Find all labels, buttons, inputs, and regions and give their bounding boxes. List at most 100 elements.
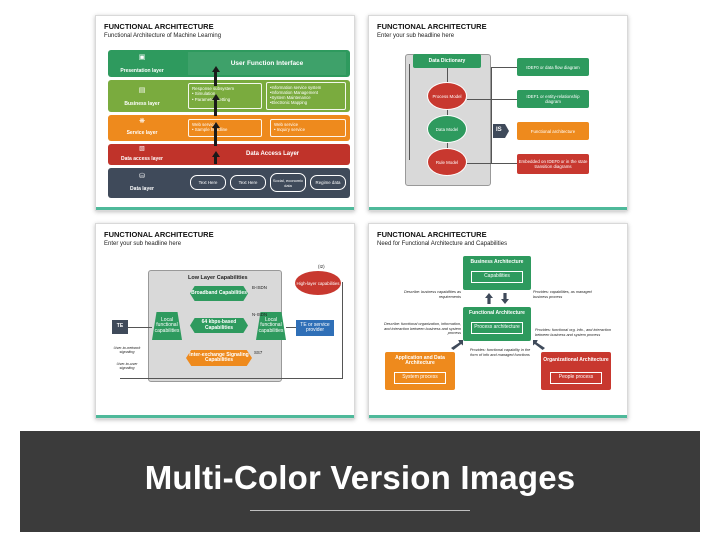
- i2-label: (I2): [318, 264, 325, 269]
- rule-model-circle: Rule Model: [427, 148, 467, 176]
- business-architecture-card: Business Architecture Capabilities: [463, 256, 531, 290]
- up-arrow-icon: [211, 151, 220, 157]
- b-isdn-label: B-ISDN: [252, 285, 267, 290]
- slide-subtitle: Enter your sub headline here: [104, 241, 182, 247]
- user-network-label: User-to-network signaling: [113, 346, 141, 354]
- slide-title: FUNCTIONAL ARCHITECTURE: [104, 230, 214, 239]
- organizational-title: Organizational Architecture: [543, 357, 609, 364]
- interexchange-capabilities: Inter-exchange Signaling Capabilities: [186, 350, 252, 366]
- up-arrow-icon: [211, 122, 220, 128]
- slide-subtitle: Need for Functional Architecture and Cap…: [377, 241, 508, 247]
- response-subsystem-tile: Response subsystem • Simulation • Parame…: [188, 83, 262, 109]
- n-isdn-label: N-ISDN: [252, 312, 268, 317]
- connector-line: [467, 99, 517, 100]
- broadband-capabilities: Broadband Capabilities: [190, 286, 248, 301]
- up-arrow-icon: [485, 293, 493, 304]
- arrow-stem: [214, 156, 217, 164]
- down-arrow-icon: [501, 293, 509, 304]
- process-architecture-box: Process architecture: [471, 322, 523, 334]
- state-transition-box: Embedded on IDEF0 or in the state transi…: [517, 154, 589, 174]
- capabilities-box: Capabilities: [471, 271, 523, 283]
- process-model-circle: Process Model: [427, 82, 467, 110]
- application-data-card: Application and Data Architecture System…: [385, 352, 455, 390]
- kbps-capabilities: 64 kbps-based Capabilities: [190, 318, 248, 333]
- information-service-tile: •Information service system •Information…: [266, 82, 346, 110]
- slide-thumbnail-1[interactable]: FUNCTIONAL ARCHITECTURE Functional Archi…: [95, 15, 355, 211]
- data-layer-label: Data layer: [130, 186, 154, 192]
- data-pill-4: Regime data: [310, 175, 346, 190]
- diagonal-arrow-icon: [533, 340, 545, 350]
- data-access-layer-box: Data Access Layer: [246, 151, 300, 157]
- data-access-layer-label: Data access layer: [121, 156, 163, 162]
- application-data-title: Application and Data Architecture: [395, 354, 445, 366]
- service-layer-band: ❋ Service layer Web service • Sample hea…: [108, 115, 350, 141]
- banner-underline: [250, 510, 470, 511]
- connector-line: [342, 282, 343, 378]
- user-function-interface-box: User Function Interface: [188, 52, 346, 75]
- describe-business-note: Describe: business capabilities as requi…: [404, 290, 461, 299]
- idef1-box: IDEF1 or entity-relationship diagram: [517, 90, 589, 108]
- service-layer-label: Service layer: [126, 130, 158, 136]
- local-capabilities-left: Local functional capabilities: [152, 312, 182, 340]
- functional-architecture-card: Functional Architecture Process architec…: [463, 307, 531, 341]
- connector-line: [491, 67, 492, 163]
- slide-subtitle: Functional Architecture of Machine Learn…: [104, 33, 222, 39]
- slide-thumbnail-3[interactable]: FUNCTIONAL ARCHITECTURE Enter your sub h…: [95, 223, 355, 419]
- connector-line: [467, 163, 517, 164]
- provides-capabilities-note: Provides: capabilities, as managed busin…: [533, 290, 592, 299]
- te-service-provider-box: TE or service provider: [296, 320, 334, 336]
- slide-thumbnail-2[interactable]: FUNCTIONAL ARCHITECTURE Enter your sub h…: [368, 15, 628, 211]
- slide-title: FUNCTIONAL ARCHITECTURE: [377, 22, 487, 31]
- ss7-label: SS7: [254, 350, 263, 355]
- low-layer-title: Low Layer Capabilities: [188, 275, 248, 281]
- data-layer-band: ⛁ Data layer Text Here Text Here Social,…: [108, 168, 350, 198]
- connector-line: [409, 64, 410, 160]
- presentation-layer-label: Presentation layer: [120, 68, 164, 74]
- connector-line: [120, 378, 343, 379]
- provides-functional-note: Provides: functional org. info., and int…: [535, 328, 611, 337]
- presentation-icon: ▣: [138, 54, 146, 61]
- diagonal-arrow-icon: [451, 340, 463, 350]
- business-chart-icon: ▤: [138, 87, 146, 94]
- high-layer-capabilities: High-layer capabilities: [294, 270, 342, 296]
- banner: Multi-Color Version Images: [20, 431, 700, 532]
- data-access-icon: ▧: [139, 146, 145, 152]
- idef0-box: IDEF0 or data flow diagram: [517, 58, 589, 76]
- arrow-stem: [214, 128, 217, 146]
- web-service-sample-tile: Web service • Sample headline: [188, 119, 262, 137]
- functional-architecture-title: Functional Architecture: [469, 310, 525, 317]
- database-icon: ⛁: [139, 173, 145, 180]
- data-access-layer-band: ▧ Data access layer Data Access Layer: [108, 144, 350, 165]
- connector-line: [491, 67, 517, 68]
- is-label: IS: [496, 127, 502, 133]
- arrow-stem: [214, 72, 217, 86]
- functional-architecture-box: Functional architecture: [517, 122, 589, 140]
- connector-line: [286, 327, 296, 328]
- connector-line: [128, 327, 152, 328]
- slide-title: FUNCTIONAL ARCHITECTURE: [104, 22, 214, 31]
- data-pill-3: Social, economic data: [270, 173, 306, 192]
- business-architecture-title: Business Architecture: [470, 259, 524, 266]
- data-pill-1: Text Here: [190, 175, 226, 190]
- presentation-layer-band: ▣ Presentation layer User Function Inter…: [108, 50, 350, 77]
- slide-subtitle: Enter your sub headline here: [377, 33, 455, 39]
- service-gear-icon: ❋: [139, 118, 145, 125]
- slide-thumbnail-4[interactable]: FUNCTIONAL ARCHITECTURE Need for Functio…: [368, 223, 628, 419]
- data-pill-2: Text Here: [230, 175, 266, 190]
- slide-title: FUNCTIONAL ARCHITECTURE: [377, 230, 487, 239]
- people-process-box: People process: [550, 372, 602, 384]
- organizational-card: Organizational Architecture People proce…: [541, 352, 611, 390]
- is-tag: [493, 124, 509, 138]
- arrow-stem: [214, 100, 217, 116]
- business-layer-band: ▤ Business layer Response subsystem • Si…: [108, 80, 350, 112]
- up-arrow-icon: [211, 66, 220, 72]
- local-capabilities-right: Local functional capabilities: [256, 312, 286, 340]
- describe-functional-note: Describe: functional organization, infor…: [383, 322, 461, 336]
- user-user-label: User-to-user signaling: [116, 362, 138, 370]
- up-arrow-icon: [211, 94, 220, 100]
- web-service-inquiry-tile: Web service • Inquiry service: [270, 119, 346, 137]
- te-box: TE: [112, 320, 128, 334]
- data-model-circle: Data Model: [427, 115, 467, 143]
- system-process-box: System process: [394, 372, 446, 384]
- data-dictionary-box: Data Dictionary: [413, 54, 481, 68]
